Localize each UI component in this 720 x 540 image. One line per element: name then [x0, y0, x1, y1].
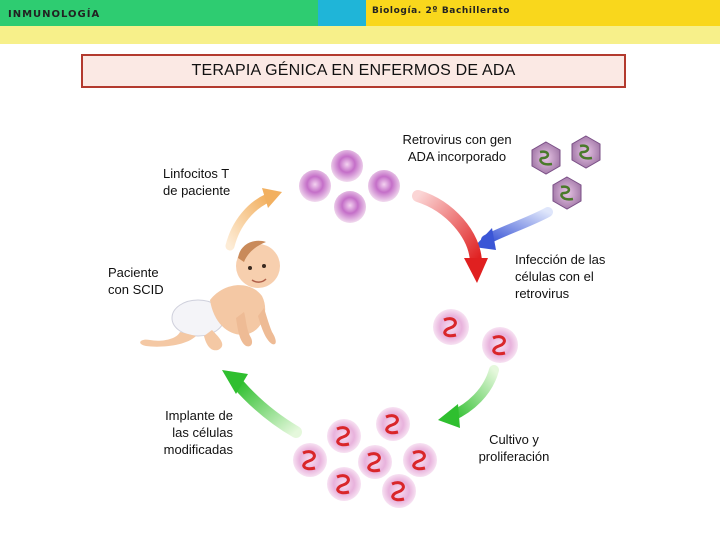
label-linfocitos: Linfocitos T de paciente — [163, 165, 230, 199]
header-course: Biología. 2º Bachillerato — [372, 6, 511, 16]
label-cultivo-line2: proliferación — [478, 449, 550, 464]
label-infeccion-line1: Infección de las — [515, 252, 606, 267]
label-paciente-line2: con SCID — [108, 282, 164, 297]
cultured-cells — [293, 407, 437, 508]
baby-patient-illustration — [140, 240, 280, 351]
arrow-cells-infection — [412, 190, 482, 268]
label-retrovirus: Retrovirus con gen ADA incorporado — [395, 131, 519, 165]
label-paciente-line1: Paciente — [108, 265, 159, 280]
label-infeccion-line2: células con el — [515, 269, 594, 284]
label-linfocitos-line1: Linfocitos T — [163, 166, 230, 181]
header-right-bar — [366, 0, 720, 26]
header-strip — [0, 26, 720, 44]
patient-t-cells — [299, 150, 400, 223]
label-linfocitos-line2: de paciente — [163, 183, 231, 198]
retrovirus-icons — [531, 135, 601, 210]
label-retrovirus-line2: ADA incorporado — [407, 149, 507, 164]
label-cultivo: Cultivo y proliferación — [470, 431, 558, 465]
arrow-patient-to-cells — [225, 193, 273, 251]
infected-cells — [433, 309, 518, 363]
label-paciente: Paciente con SCID — [108, 264, 164, 298]
arrow-to-implant — [232, 378, 302, 438]
label-implante-line1: Implante de — [165, 408, 233, 423]
label-retrovirus-line1: Retrovirus con gen — [402, 132, 512, 147]
arrow-virus-infection — [481, 207, 553, 245]
header-subject: INMUNOLOGÍA — [8, 9, 101, 20]
label-cultivo-line1: Cultivo y — [489, 432, 539, 447]
header-middle-bar — [318, 0, 366, 26]
label-implante-line3: modificadas — [163, 442, 233, 457]
header-left-bar — [0, 0, 318, 26]
page-title: TERAPIA GÉNICA EN ENFERMOS DE ADA — [81, 54, 626, 88]
label-implante-line2: las células — [172, 425, 233, 440]
label-implante: Implante de las células modificadas — [150, 407, 233, 458]
label-infeccion-line3: retrovirus — [515, 286, 570, 301]
label-infeccion: Infección de las células con el retrovir… — [515, 251, 605, 302]
